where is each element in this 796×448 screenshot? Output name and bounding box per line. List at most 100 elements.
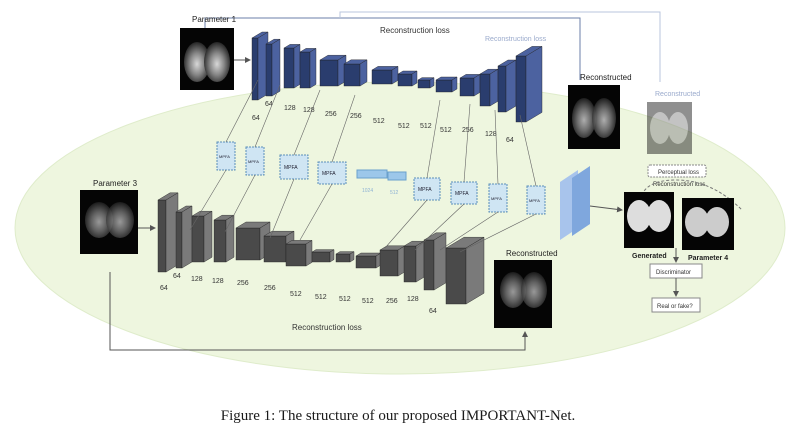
reconstructed-bottom-label: Reconstructed bbox=[506, 249, 558, 258]
top-block-9 bbox=[435, 76, 458, 93]
bottom-reconstruction-loss-bracket bbox=[109, 272, 528, 351]
skip-connection-lines bbox=[189, 79, 537, 253]
bottom-block-0 bbox=[157, 192, 179, 273]
svg-text:MPFA: MPFA bbox=[284, 165, 298, 171]
bottom-block-7 bbox=[311, 249, 335, 263]
bottom-block-11 bbox=[403, 240, 425, 283]
mid-ch-0: 1024 bbox=[362, 188, 373, 194]
svg-text:MPFA: MPFA bbox=[529, 198, 540, 203]
mpfa-block-3: MPFA bbox=[279, 154, 309, 180]
bottom-block-10 bbox=[379, 245, 406, 277]
bottom-ch-12: 64 bbox=[429, 308, 437, 315]
perceptual-loss-box: Perceptual loss bbox=[647, 164, 707, 178]
top-block-12 bbox=[497, 59, 517, 113]
svg-text:MPFA: MPFA bbox=[491, 196, 502, 201]
architecture-diagram: Reconstruction loss Reconstruction loss … bbox=[14, 11, 786, 375]
top-block-2 bbox=[283, 44, 301, 89]
bottom-ch-3: 128 bbox=[212, 278, 224, 285]
svg-text:Real or fake?: Real or fake? bbox=[657, 304, 693, 310]
svg-text:Discriminator: Discriminator bbox=[656, 270, 691, 276]
bottom-block-9 bbox=[355, 252, 382, 269]
bottom-ch-0: 64 bbox=[160, 285, 168, 292]
top-channel-labels: 64 64 128 128 256 256 512 512 512 512 25… bbox=[252, 101, 514, 144]
bottom-block-12 bbox=[423, 232, 447, 291]
bottom-block-3 bbox=[213, 214, 235, 263]
top-ch-11: 128 bbox=[485, 131, 497, 138]
top-block-6 bbox=[371, 66, 399, 85]
bottom-ch-9: 512 bbox=[362, 298, 374, 305]
bottom-block-6 bbox=[285, 240, 313, 267]
mpfa-block-5: MPFA bbox=[413, 177, 441, 201]
top-unet-blocks bbox=[251, 31, 543, 123]
top-block-1 bbox=[265, 38, 281, 97]
mpfa-block-7: MPFA bbox=[488, 183, 508, 213]
bottom-block-8 bbox=[335, 251, 355, 263]
mid-bottleneck-blocks: 1024 512 bbox=[356, 169, 407, 196]
svg-text:MPFA: MPFA bbox=[219, 154, 230, 159]
bottom-ch-6: 512 bbox=[290, 291, 302, 298]
figure-caption: Figure 1: The structure of our proposed … bbox=[220, 408, 576, 424]
mpfa-block-8: MPFA bbox=[526, 185, 546, 215]
top-ch-4: 256 bbox=[325, 111, 337, 118]
parameter4-label: Parameter 4 bbox=[688, 255, 728, 262]
bottom-block-13 bbox=[445, 236, 485, 305]
top-ch-1: 64 bbox=[252, 115, 260, 122]
top-block-8 bbox=[417, 77, 435, 89]
mpfa-block-2: MPFA bbox=[245, 146, 265, 176]
top-block-5 bbox=[343, 59, 368, 87]
top-block-13 bbox=[515, 46, 543, 123]
top-block-10 bbox=[459, 74, 481, 97]
top-reconstruction-loss-label: Reconstruction loss bbox=[380, 26, 450, 35]
mpfa-block-1: MPFA bbox=[216, 141, 236, 171]
generated-scan bbox=[624, 192, 674, 248]
reconstructed-top-label: Reconstructed bbox=[580, 73, 632, 82]
bottom-ch-11: 128 bbox=[407, 296, 419, 303]
top-reconstruction-loss-label-faded: Reconstruction loss bbox=[485, 36, 547, 43]
top-ch-6: 512 bbox=[373, 118, 385, 125]
bottom-block-2 bbox=[191, 210, 213, 263]
bottom-ch-1: 64 bbox=[173, 273, 181, 280]
reconstructed-top-scan bbox=[568, 85, 620, 149]
mpfa-block-6: MPFA bbox=[450, 181, 478, 205]
bottom-ch-4: 256 bbox=[237, 280, 249, 287]
bottom-ch-7: 512 bbox=[315, 294, 327, 301]
parameter3-scan bbox=[80, 190, 138, 254]
parameter3-label: Parameter 3 bbox=[93, 179, 138, 188]
top-block-7 bbox=[397, 70, 418, 87]
bottom-channel-labels: 64 64 128 128 256 256 512 512 512 512 25… bbox=[160, 273, 437, 315]
parameter1-scan bbox=[180, 28, 234, 90]
bottom-ch-2: 128 bbox=[191, 276, 203, 283]
top-block-4 bbox=[319, 54, 347, 87]
generated-label: Generated bbox=[632, 253, 667, 260]
discriminator-box: Discriminator bbox=[649, 263, 703, 279]
top-ch-7: 512 bbox=[398, 123, 410, 130]
top-ch-2: 128 bbox=[284, 105, 296, 112]
output-arrow bbox=[589, 205, 623, 213]
bottom-ch-10: 256 bbox=[386, 298, 398, 305]
top-ch-9: 512 bbox=[440, 127, 452, 134]
top-ch-5: 256 bbox=[350, 113, 362, 120]
svg-text:MPFA: MPFA bbox=[455, 191, 469, 197]
right-reconstruction-loss-label: Reconstruction loss bbox=[653, 182, 705, 188]
parameter1-label: Parameter 1 bbox=[192, 15, 237, 24]
top-block-3 bbox=[299, 48, 317, 89]
reconstructed-faded-label: Reconstructed bbox=[655, 91, 700, 98]
svg-text:Perceptual loss: Perceptual loss bbox=[658, 170, 699, 176]
top-ch-0: 64 bbox=[265, 101, 273, 108]
bottom-unet-blocks bbox=[157, 192, 485, 305]
top-ch-12: 64 bbox=[506, 137, 514, 144]
parameter4-scan bbox=[682, 198, 734, 250]
top-block-11 bbox=[479, 68, 499, 107]
top-block-0 bbox=[251, 31, 269, 101]
top-ch-3: 128 bbox=[303, 107, 315, 114]
top-ch-8: 512 bbox=[420, 123, 432, 130]
bottom-ch-5: 256 bbox=[264, 285, 276, 292]
bottom-block-1 bbox=[175, 205, 193, 269]
real-or-fake-box: Real or fake? bbox=[651, 297, 701, 313]
svg-text:MPFA: MPFA bbox=[248, 159, 259, 164]
svg-text:MPFA: MPFA bbox=[418, 187, 432, 193]
mpfa-block-4: MPFA bbox=[317, 161, 347, 185]
reconstructed-bottom-scan bbox=[494, 260, 552, 328]
bottom-reconstruction-loss-label: Reconstruction loss bbox=[292, 323, 362, 332]
